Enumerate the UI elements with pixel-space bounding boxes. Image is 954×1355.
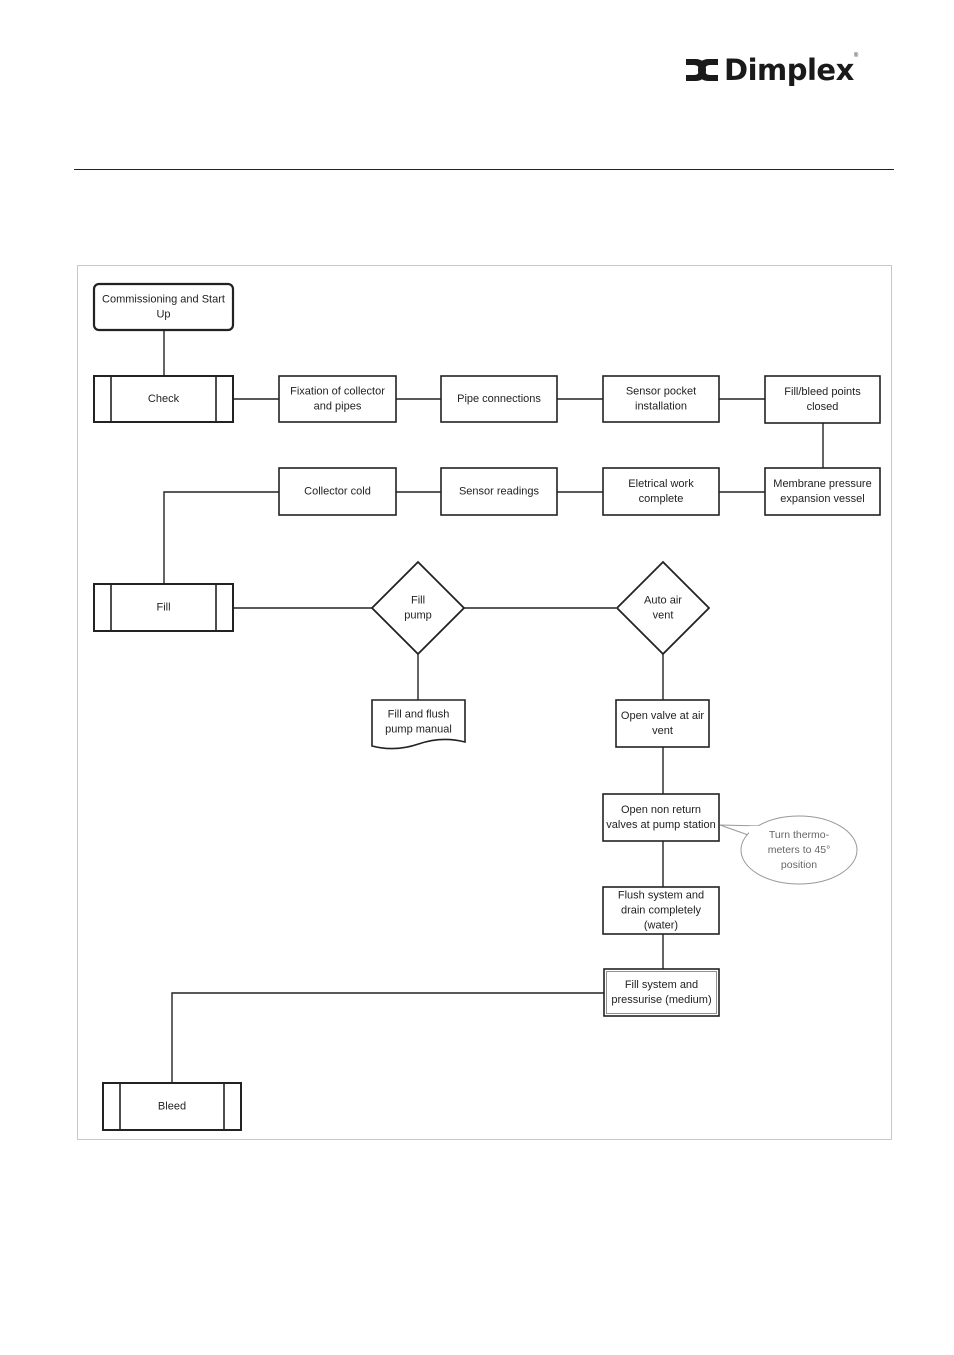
node-label: drain completely	[621, 905, 702, 917]
node-label: Fill	[156, 602, 170, 614]
node-label: position	[781, 859, 817, 871]
connectors	[163, 330, 824, 1083]
node-label: (water)	[644, 920, 678, 932]
node-label: Fill/bleed points	[784, 386, 861, 398]
open-valve-box: Open valve at air vent	[615, 699, 710, 748]
auto-air-vent-decision: Auto air vent	[615, 560, 711, 656]
node-label: Open non return	[621, 804, 701, 816]
flush-system-box: Flush system and drain completely (water)	[602, 886, 720, 935]
fixation-box: Fixation of collector and pipes	[278, 375, 397, 423]
node-label: Fill	[411, 595, 425, 607]
node-label: pressurise (medium)	[611, 994, 711, 1006]
node-label: Flush system and	[618, 890, 704, 902]
node-label: Fill system and	[625, 979, 698, 991]
pipe-connections-box: Pipe connections	[440, 375, 558, 423]
connector-collector-fill	[163, 491, 279, 584]
node-label: Bleed	[158, 1101, 186, 1113]
node-label: Collector cold	[304, 486, 371, 498]
node-label: complete	[639, 493, 684, 505]
node-label: Check	[148, 393, 180, 405]
node-label: expansion vessel	[780, 493, 864, 505]
collector-cold-box: Collector cold	[278, 467, 397, 516]
dimplex-mark-icon	[686, 59, 718, 81]
node-label: vent	[652, 725, 673, 737]
brand-name: Dimplex	[724, 52, 854, 87]
node-label: pump manual	[385, 724, 452, 736]
bleed-process: Bleed	[102, 1082, 242, 1131]
node-label: Eletrical work	[628, 478, 694, 490]
turn-thermometers-callout: Turn thermo-meters to 45° position	[719, 815, 858, 885]
node-label: Fill and flush	[388, 709, 450, 721]
node-label: meters to 45°	[768, 844, 831, 856]
node-label: pump	[404, 610, 432, 622]
node-label: Auto air	[644, 595, 682, 607]
check-process: Check	[93, 375, 234, 423]
node-label: Open valve at air	[621, 710, 704, 722]
fill-system-box: Fill system and pressurise (medium)	[603, 968, 720, 1017]
electrical-box: Eletrical work complete	[602, 467, 720, 516]
node-label: valves at pump station	[606, 819, 715, 831]
node-label: Sensor readings	[459, 486, 540, 498]
sensor-readings-box: Sensor readings	[440, 467, 558, 516]
sensor-pocket-box: Sensor pocket installation	[602, 375, 720, 423]
dimplex-logo: Dimplex ®	[684, 50, 889, 90]
node-label: Commissioning and Start	[102, 294, 225, 306]
node-label: Up	[156, 309, 170, 321]
node-label: installation	[635, 401, 687, 413]
node-label: Sensor pocket	[626, 386, 696, 398]
node-label: Pipe connections	[457, 393, 541, 405]
fill-bleed-points-box: Fill/bleed points closed	[764, 375, 881, 424]
node-label: and pipes	[314, 401, 362, 413]
node-label: closed	[807, 401, 839, 413]
registered-mark: ®	[853, 53, 859, 59]
membrane-box: Membrane pressure expansion vessel	[764, 467, 881, 516]
diagram-frame	[77, 265, 892, 1140]
fill-flush-manual-document: Fill and flush pump manual	[371, 699, 466, 750]
open-non-return-box: Open non return valves at pump station	[602, 793, 720, 842]
header-rule	[74, 169, 894, 170]
node-label: Turn thermo-	[769, 829, 830, 841]
node-label: Membrane pressure	[773, 478, 871, 490]
fill-process: Fill	[93, 583, 234, 632]
fill-pump-decision: Fill pump	[370, 560, 466, 656]
node-label: Fixation of collector	[290, 386, 385, 398]
connector-fillsystem-bleed	[171, 992, 604, 1083]
node-label: vent	[653, 610, 674, 622]
